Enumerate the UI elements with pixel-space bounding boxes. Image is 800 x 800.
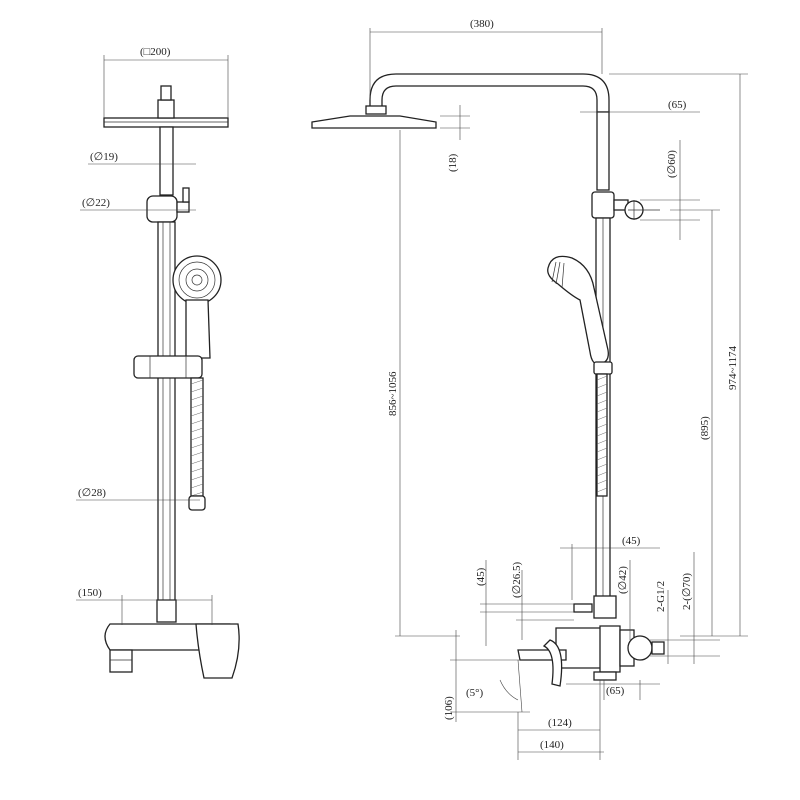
dim-diverter-dia: (∅60) (666, 150, 678, 178)
dim-head-height: 856~1056 (387, 371, 399, 416)
side-hose (596, 373, 608, 497)
dim-arm-dia: (∅19) (90, 151, 118, 163)
dim-riser-offset: (45) (622, 535, 641, 547)
dim-flange-dia: 2-(∅70) (681, 573, 693, 610)
dim-spout-angle: (5°) (466, 687, 484, 699)
front-mixer (104, 599, 240, 679)
dim-riser-dia: (∅28) (78, 487, 106, 499)
dim-valve-dia: (∅42) (617, 566, 629, 594)
dim-handset-height: (895) (699, 416, 711, 440)
dim-arm-reach: (380) (470, 18, 494, 30)
front-upper-riser (159, 126, 174, 196)
front-view (103, 85, 240, 679)
dim-holder-dia: (∅22) (82, 197, 110, 209)
front-hand-shower-head (172, 255, 222, 305)
side-shower-arm (369, 73, 610, 113)
dim-mixer-spacing: (150) (78, 587, 102, 599)
front-hose (188, 377, 206, 511)
dim-body-length: (140) (540, 739, 564, 751)
dim-spout-drop: (106) (443, 696, 455, 720)
dim-spout-length: (124) (548, 717, 572, 729)
front-view-dimensions: (□200) (∅19) (∅22) (∅28) (150) (76, 46, 229, 625)
dim-connection-thread: 2-G1/2 (655, 581, 667, 612)
dim-head-thickness: (18) (447, 153, 459, 172)
dim-arm-offset: (65) (668, 99, 687, 111)
dim-base-offset: (65) (606, 685, 625, 697)
side-diverter (591, 191, 660, 220)
side-shower-head (311, 115, 437, 129)
front-shower-head (103, 117, 229, 128)
dim-head-size: (□200) (140, 46, 171, 58)
dim-inlet-dia: (∅26.5) (511, 562, 523, 598)
side-mixer (517, 595, 665, 687)
front-diverter-block (146, 195, 178, 223)
dim-total-height: 974~1174 (727, 345, 739, 390)
front-slide-holder (133, 355, 203, 379)
dim-mixer-height: (45) (475, 567, 487, 586)
side-view (311, 73, 665, 687)
side-view-dimensions: (380) (65) (18) (∅60) 856~1056 974~1174 … (369, 18, 748, 760)
